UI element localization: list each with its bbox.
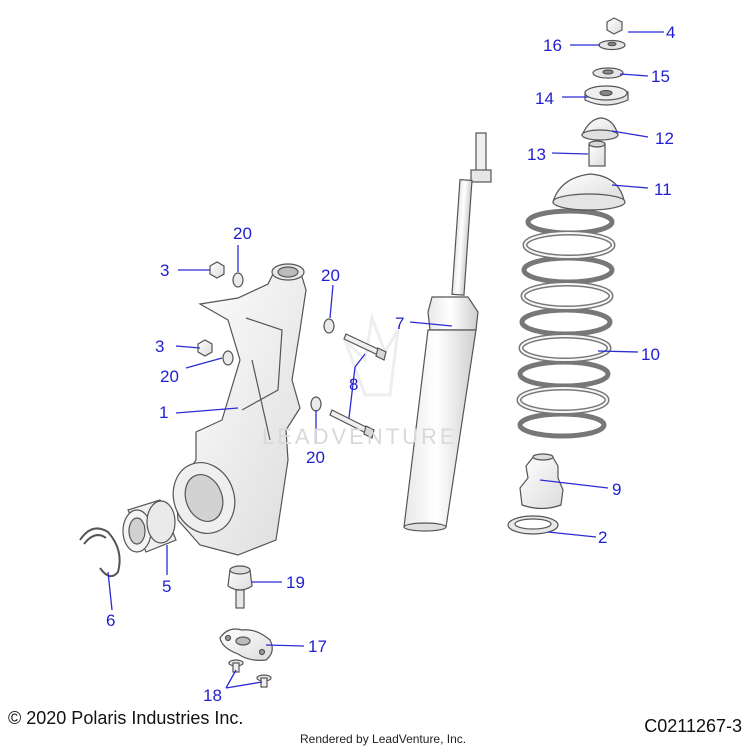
diagram-code: C0211267-3 — [644, 716, 742, 736]
bump-stop — [519, 453, 564, 510]
leader-lines — [107, 31, 664, 689]
callout-7[interactable]: 7 — [395, 314, 405, 333]
callout-3-top[interactable]: 3 — [160, 261, 170, 280]
bolts-8 — [329, 333, 387, 439]
callout-1[interactable]: 1 — [159, 403, 169, 422]
washers-20 — [222, 272, 335, 412]
watermark-text: LEADVENTURE — [262, 424, 458, 449]
ball-joint — [227, 565, 253, 609]
callout-8[interactable]: 8 — [349, 375, 359, 394]
callout-19[interactable]: 19 — [286, 573, 305, 592]
callout-9[interactable]: 9 — [612, 480, 622, 499]
screws-18 — [228, 659, 272, 688]
callout-2[interactable]: 2 — [598, 528, 608, 547]
callout-6[interactable]: 6 — [106, 611, 116, 630]
coil-spring-inner — [518, 232, 614, 413]
callout-10[interactable]: 10 — [641, 345, 660, 364]
upper-cup — [581, 117, 619, 141]
callout-4[interactable]: 4 — [666, 23, 676, 42]
isolator-ring — [507, 515, 559, 535]
callout-20-left[interactable]: 20 — [160, 367, 179, 386]
callout-15[interactable]: 15 — [651, 67, 670, 86]
callout-20-right-top[interactable]: 20 — [321, 266, 340, 285]
callout-17[interactable]: 17 — [308, 637, 327, 656]
callout-14[interactable]: 14 — [535, 89, 554, 108]
nuts-3 — [197, 261, 225, 357]
callout-16[interactable]: 16 — [543, 36, 562, 55]
watermark-logo — [343, 312, 400, 397]
coil-spring — [516, 208, 616, 439]
nut-4 — [606, 17, 623, 35]
rendered-by-text: Rendered by LeadVenture, Inc. — [300, 732, 467, 746]
bushing — [588, 140, 606, 167]
snap-ring — [79, 527, 121, 578]
mounting-plate — [219, 628, 273, 661]
washer-15 — [592, 67, 624, 79]
wheel-bearing — [122, 499, 177, 553]
callout-20-top[interactable]: 20 — [233, 224, 252, 243]
shock-absorber — [403, 132, 492, 532]
callout-13[interactable]: 13 — [527, 145, 546, 164]
callout-20-bottom[interactable]: 20 — [306, 448, 325, 467]
top-mount — [584, 85, 629, 106]
copyright-text: © 2020 Polaris Industries Inc. — [8, 708, 244, 728]
steering-knuckle — [172, 263, 307, 556]
washer-16 — [598, 39, 626, 51]
callout-5[interactable]: 5 — [162, 577, 172, 596]
spring-seat — [552, 173, 626, 211]
callout-12[interactable]: 12 — [655, 129, 674, 148]
callout-18[interactable]: 18 — [203, 686, 222, 705]
callout-11[interactable]: 11 — [654, 180, 672, 199]
callout-3-bottom[interactable]: 3 — [155, 337, 165, 356]
